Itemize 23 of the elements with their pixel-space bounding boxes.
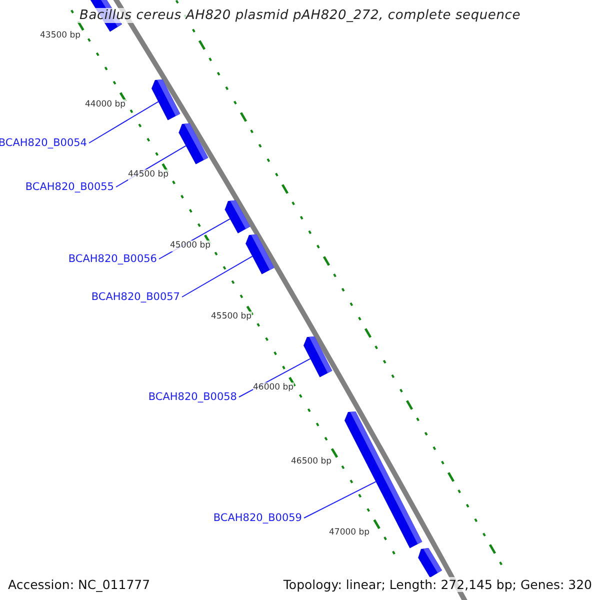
leader-line xyxy=(88,101,159,144)
gene-block xyxy=(224,200,250,234)
gene-block xyxy=(246,234,274,274)
position-label: 47000 bp xyxy=(329,528,370,538)
position-label: 45000 bp xyxy=(170,240,211,252)
gene-block xyxy=(178,123,208,164)
position-label: 46000 bp xyxy=(253,382,294,394)
position-label: 44500 bp xyxy=(128,170,169,180)
gene-block xyxy=(304,336,332,378)
gene-label: BCAH820_B0059 xyxy=(213,511,302,525)
gene-block xyxy=(418,548,442,578)
gene-label: BCAH820_B0055 xyxy=(25,180,114,194)
gene-block xyxy=(152,80,180,120)
gene-label: BCAH820_B0058 xyxy=(148,390,237,404)
position-label: 45500 bp xyxy=(211,312,252,322)
gene-label: BCAH820_B0056 xyxy=(68,252,157,266)
sequence-info: Topology: linear; Length: 272,145 bp; Genes: 320 xyxy=(281,577,594,592)
position-label: 43500 bp xyxy=(40,30,81,42)
leader-line xyxy=(182,256,253,298)
gene-label: BCAH820_B0057 xyxy=(91,290,180,304)
leader-line xyxy=(304,481,376,518)
position-label: 44000 bp xyxy=(85,100,126,110)
position-label: 46500 bp xyxy=(291,456,332,468)
